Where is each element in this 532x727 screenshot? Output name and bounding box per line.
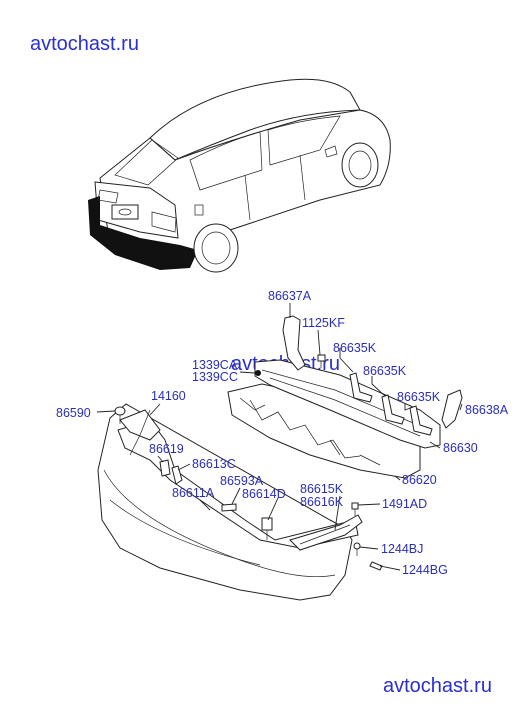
- label-1244BJ: 1244BJ: [381, 542, 423, 556]
- label-86593A: 86593A: [220, 474, 264, 488]
- bolt-1491AD: [351, 502, 359, 516]
- bracket-86635K-1: [349, 372, 373, 403]
- leader-lines: [96, 303, 463, 571]
- label-86619: 86619: [149, 442, 184, 456]
- screw-1244BJ: [353, 542, 361, 556]
- watermark-top: avtochast.ru: [30, 33, 139, 55]
- part-labels: 86637A 1125KF 1339CA 1339CC 86635K 86635…: [56, 289, 509, 577]
- label-14160: 14160: [151, 389, 186, 403]
- part-86613C: [171, 465, 183, 485]
- label-86637A: 86637A: [268, 289, 312, 303]
- label-86616K: 86616K: [300, 495, 344, 509]
- bumper-assembly: [97, 315, 463, 601]
- label-86590: 86590: [56, 406, 91, 420]
- label-86630: 86630: [443, 441, 478, 455]
- part-86619: [159, 459, 171, 477]
- label-1244BG: 1244BG: [402, 563, 448, 577]
- nut-1339CA: [255, 370, 261, 376]
- label-86635K-3: 86635K: [397, 390, 441, 404]
- label-86611A: 86611A: [172, 486, 215, 500]
- screw-1244BG: [369, 561, 383, 571]
- label-1339CA: 1339CA: [192, 358, 238, 372]
- label-86614D: 86614D: [242, 487, 286, 501]
- reflector-86593A: [221, 503, 237, 512]
- label-1339CC: 1339CC: [192, 370, 238, 384]
- car-illustration: [88, 78, 391, 273]
- bracket-86635K-3: [409, 405, 433, 436]
- label-1125KF: 1125KF: [302, 316, 345, 330]
- watermark-bottom: avtochast.ru: [383, 675, 492, 697]
- label-86635K-1: 86635K: [333, 341, 377, 355]
- stay-86638A: [441, 389, 463, 429]
- bracket-86635K-2: [381, 394, 405, 425]
- sensor-86614D: [261, 517, 273, 540]
- label-86635K-2: 86635K: [363, 364, 407, 378]
- clip-86590: [114, 406, 126, 424]
- label-86615K: 86615K: [300, 482, 344, 496]
- label-86638A: 86638A: [465, 403, 509, 417]
- label-1491AD: 1491AD: [382, 497, 427, 511]
- label-86613C: 86613C: [192, 457, 236, 471]
- bolt-1125KF: [317, 354, 326, 368]
- label-86620: 86620: [402, 473, 437, 487]
